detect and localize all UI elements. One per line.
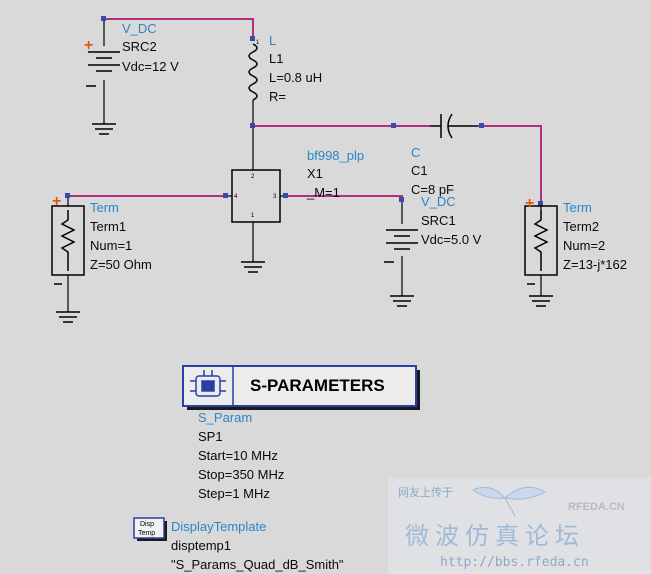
src1-symbol[interactable] bbox=[386, 229, 418, 250]
x1-pin-bottom: 1 bbox=[251, 213, 255, 219]
term2-name: Term2 bbox=[563, 219, 599, 234]
ground-term2 bbox=[529, 295, 553, 307]
x1-pin-left: 4 bbox=[234, 194, 238, 200]
sparam-network-icon bbox=[190, 370, 226, 397]
sparam-type: S_Param bbox=[198, 410, 252, 425]
term1-num: Num=1 bbox=[90, 238, 132, 253]
inductor-res: R= bbox=[269, 89, 286, 104]
ground-x1 bbox=[241, 261, 265, 273]
watermark: 网友上传于 RFEDA.CN 微波仿真论坛 http://bbs.rfeda.c… bbox=[388, 478, 651, 574]
term1-z: Z=50 Ohm bbox=[90, 257, 152, 272]
watermark-brand: RFEDA.CN bbox=[568, 501, 625, 513]
transistor-param: _M=1 bbox=[306, 185, 340, 200]
sparam-start: Start=10 MHz bbox=[198, 448, 278, 463]
src2-symbol[interactable] bbox=[88, 51, 120, 72]
ground-term1 bbox=[56, 311, 80, 323]
disp-icon-line2: Temp bbox=[138, 530, 155, 537]
src1-param: Vdc=5.0 V bbox=[421, 232, 482, 247]
term1-resistor-icon bbox=[60, 210, 76, 271]
capacitor-value: C=8 pF bbox=[411, 182, 454, 197]
term2-resistor-icon bbox=[533, 210, 549, 271]
ground-src1 bbox=[390, 295, 414, 307]
sparam-step: Step=1 MHz bbox=[198, 486, 270, 501]
term2-box[interactable] bbox=[524, 205, 558, 276]
term1-name: Term1 bbox=[90, 219, 126, 234]
display-type: DisplayTemplate bbox=[171, 519, 266, 534]
x1-pin-top: 2 bbox=[251, 174, 255, 180]
sparam-name: SP1 bbox=[198, 429, 223, 444]
capacitor-symbol[interactable] bbox=[430, 113, 478, 139]
svg-text:1: 1 bbox=[256, 40, 260, 46]
term2-z: Z=13-j*162 bbox=[563, 257, 627, 272]
wire-src2-to-inductor bbox=[104, 18, 254, 38]
display-name: disptemp1 bbox=[171, 538, 231, 553]
wire-x1-to-src1 bbox=[286, 195, 403, 200]
transistor-box[interactable] bbox=[231, 169, 281, 223]
term2-plus-sign: + bbox=[525, 195, 534, 212]
capacitor-name: C1 bbox=[411, 163, 428, 178]
term1-box[interactable] bbox=[51, 205, 85, 276]
capacitor-type: C bbox=[411, 145, 420, 160]
term2-num: Num=2 bbox=[563, 238, 605, 253]
watermark-top: 网友上传于 bbox=[398, 485, 453, 499]
sparam-title: S-PARAMETERS bbox=[250, 376, 385, 395]
wire-cap-to-term2 bbox=[478, 125, 542, 204]
inductor-name: L1 bbox=[269, 51, 283, 66]
inductor-coil[interactable] bbox=[248, 43, 258, 101]
inductor-value: L=0.8 uH bbox=[269, 70, 322, 85]
src1-name: SRC1 bbox=[421, 213, 456, 228]
display-template-icon[interactable]: Disp Temp bbox=[133, 517, 167, 541]
src2-type: V_DC bbox=[122, 21, 157, 36]
watermark-url: http://bbs.rfeda.cn bbox=[440, 555, 589, 570]
disp-icon-line1: Disp bbox=[140, 521, 154, 528]
sparam-stop: Stop=350 MHz bbox=[198, 467, 284, 482]
transistor-type: bf998_plp bbox=[307, 148, 364, 163]
node-dots bbox=[65, 16, 543, 206]
watermark-main: 微波仿真论坛 bbox=[405, 522, 585, 550]
sparam-block[interactable]: S-PARAMETERS bbox=[182, 365, 420, 410]
term2-type: Term bbox=[563, 200, 592, 215]
inductor-type: L bbox=[269, 33, 276, 48]
src1-type: V_DC bbox=[421, 194, 456, 209]
ground-src2 bbox=[92, 123, 116, 135]
src2-param: Vdc=12 V bbox=[122, 59, 179, 74]
dragonfly-icon bbox=[471, 486, 547, 517]
term1-type: Term bbox=[90, 200, 119, 215]
transistor-name: X1 bbox=[307, 166, 323, 181]
term1-plus-sign: + bbox=[52, 193, 61, 210]
src2-plus-sign: + bbox=[84, 37, 93, 54]
x1-pin-right: 3 bbox=[273, 194, 277, 200]
src2-name: SRC2 bbox=[122, 39, 157, 54]
wires bbox=[68, 18, 542, 204]
display-template: "S_Params_Quad_dB_Smith" bbox=[171, 557, 344, 572]
